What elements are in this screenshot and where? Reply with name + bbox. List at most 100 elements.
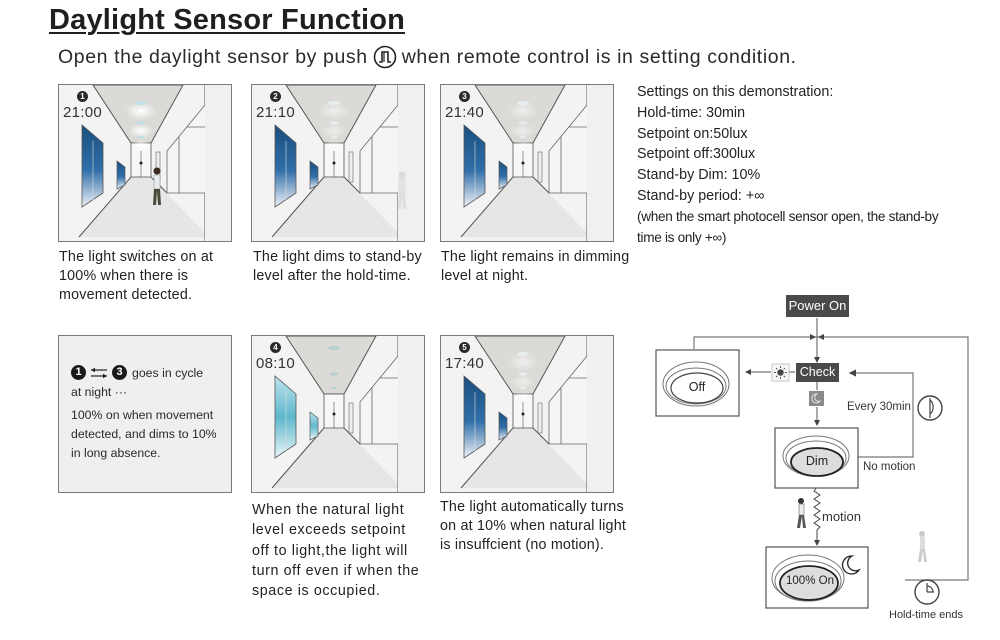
- cycle-text: detected, and dims to 10%: [71, 427, 217, 441]
- setting-setpoint-off: Setpoint off:300lux: [637, 146, 756, 163]
- scene-5-illustration: 5 17:40: [440, 335, 614, 493]
- cycle-note-box: 1 3 goes in cycle at night ··· 100% on w…: [58, 335, 232, 493]
- subtitle-text-before: Open the daylight sensor by push: [58, 45, 368, 68]
- scene-time: 21:10: [256, 104, 296, 121]
- light-glow: [513, 391, 533, 401]
- power-on-box: Power On: [786, 295, 849, 317]
- every-30min-label: Every 30min: [847, 401, 911, 413]
- corridor-illustration: [252, 85, 424, 241]
- side-door: [348, 402, 354, 434]
- cycle-line: 1 3 goes in cycle: [71, 365, 203, 380]
- flow-connectors: [655, 318, 969, 609]
- corridor-illustration: [441, 85, 613, 241]
- scene-3-illustration: 3 21:40: [440, 84, 614, 242]
- scene-4-caption: When the natural light level exceeds set…: [252, 502, 420, 600]
- ceiling-light: [138, 135, 144, 139]
- cycle-text: at night ···: [71, 385, 128, 399]
- dim-state-label: Dim: [805, 454, 829, 468]
- floor: [461, 428, 591, 488]
- scene-time: 08:10: [256, 355, 296, 372]
- moon-icon: [841, 555, 861, 575]
- window-small: [309, 411, 319, 441]
- scene-1-caption: The light switches on at 100% when there…: [59, 249, 214, 303]
- settings-note: (when the smart photocell sensor open, t…: [637, 208, 939, 224]
- setting-hold-time: Hold-time: 30min: [637, 104, 746, 121]
- window-small: [309, 160, 319, 190]
- scene-4-illustration: 4 08:10: [251, 335, 425, 493]
- scene-1-illustration: 1 21:00: [58, 84, 232, 242]
- motion-label: motion: [822, 509, 862, 524]
- ceiling-light: [331, 135, 337, 139]
- person: [153, 167, 161, 205]
- cycle-text: in long absence.: [71, 446, 161, 460]
- cycle-text: 100% on when movement: [71, 408, 214, 422]
- window-large: [81, 124, 104, 208]
- light-glow: [324, 140, 344, 150]
- window-small: [116, 160, 126, 190]
- hold-time-clock-icon: [914, 579, 940, 605]
- subtitle-text-after: when remote control is in setting condit…: [401, 45, 797, 68]
- light-glow: [318, 102, 350, 120]
- floor: [79, 177, 209, 237]
- light-glow: [507, 102, 539, 120]
- step-3-badge: 3: [112, 365, 127, 380]
- scene-time: 21:40: [445, 104, 485, 121]
- scene-2-caption: The light dims to stand-by level after t…: [253, 249, 422, 284]
- ceiling-light: [518, 121, 528, 125]
- settings-note: time is only +∞): [637, 229, 727, 245]
- light-glow: [125, 102, 157, 120]
- push-button-icon: [373, 45, 397, 69]
- window-small: [498, 411, 508, 441]
- ceiling-light: [517, 352, 529, 356]
- scene-number-badge: 4: [270, 342, 281, 353]
- ceiling-light: [329, 121, 339, 125]
- check-box: Check: [796, 363, 839, 382]
- sun-icon: [771, 363, 790, 382]
- setting-setpoint-on: Setpoint on:50lux: [637, 125, 748, 142]
- light-glow: [510, 375, 536, 389]
- setting-standby-dim: Stand-by Dim: 10%: [637, 167, 761, 184]
- scene-number-badge: 2: [270, 91, 281, 102]
- ceiling-light: [135, 101, 147, 105]
- light-glow: [128, 124, 154, 138]
- person-leaving-icon: [918, 531, 927, 562]
- window-small: [498, 160, 508, 190]
- page-title: Daylight Sensor Function: [49, 4, 406, 36]
- side-door: [348, 151, 354, 183]
- window-large: [274, 375, 297, 459]
- scene-3-caption: The light remains in dimming level at ni…: [441, 249, 630, 284]
- ceiling-light: [136, 121, 146, 125]
- on-state-label: 100% On: [786, 575, 834, 587]
- window-large: [274, 124, 297, 208]
- ceiling-light: [520, 135, 526, 139]
- subtitle: Open the daylight sensor by push when re…: [58, 45, 797, 69]
- side-door: [537, 402, 543, 434]
- light-glow: [510, 124, 536, 138]
- state-flow-diagram: Power On Check Off Dim 100% On Every 30m…: [650, 290, 990, 630]
- side-door: [537, 151, 543, 183]
- light-glow: [131, 140, 151, 150]
- corridor-illustration: [441, 336, 613, 492]
- cycle-arrows-icon: [88, 366, 110, 380]
- ceiling-light: [329, 372, 339, 376]
- ceiling-light: [518, 372, 528, 376]
- ceiling-light: [331, 386, 337, 390]
- ceiling-light: [517, 101, 529, 105]
- scene-time: 17:40: [445, 355, 485, 372]
- scene-2-illustration: 2 21:10: [251, 84, 425, 242]
- scene-number-badge: 3: [459, 91, 470, 102]
- floor: [272, 177, 402, 237]
- settings-heading: Settings on this demonstration:: [637, 84, 834, 100]
- ceiling-light: [328, 345, 340, 351]
- timer-clock-icon: [917, 395, 943, 421]
- corridor-illustration: [252, 336, 424, 492]
- scene-number-badge: 1: [77, 91, 88, 102]
- person: [398, 171, 406, 209]
- person-walking-icon: [797, 498, 806, 528]
- off-state-label: Off: [688, 380, 706, 394]
- light-glow: [513, 140, 533, 150]
- step-1-badge: 1: [71, 365, 86, 380]
- ceiling-light: [520, 386, 526, 390]
- window-large: [463, 124, 486, 208]
- corridor-illustration: [59, 85, 231, 241]
